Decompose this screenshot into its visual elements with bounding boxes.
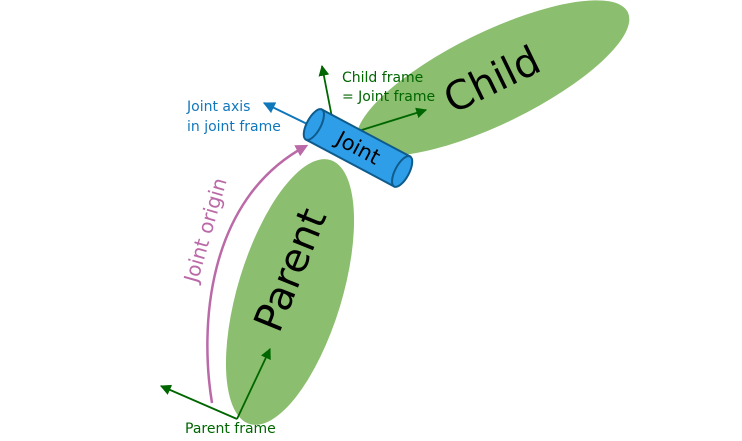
child-frame-label-line2: = Joint frame [342, 89, 435, 105]
parent-frame-axes [160, 348, 271, 420]
joint-axis-label-line1: Joint axis [186, 99, 250, 115]
joint-origin-arrow [206, 144, 309, 404]
joint-origin-label: Joint origin [178, 175, 231, 287]
joint-cylinder: Joint [302, 108, 414, 188]
parent-frame-y-arrow [236, 348, 271, 420]
parent-link [225, 159, 355, 425]
parent-frame-x-arrow [160, 384, 238, 420]
child-frame-label-line1: Child frame [342, 70, 423, 86]
joint-axis-label-line2: in joint frame [187, 119, 281, 135]
parent-frame-label: Parent frame [185, 421, 276, 437]
